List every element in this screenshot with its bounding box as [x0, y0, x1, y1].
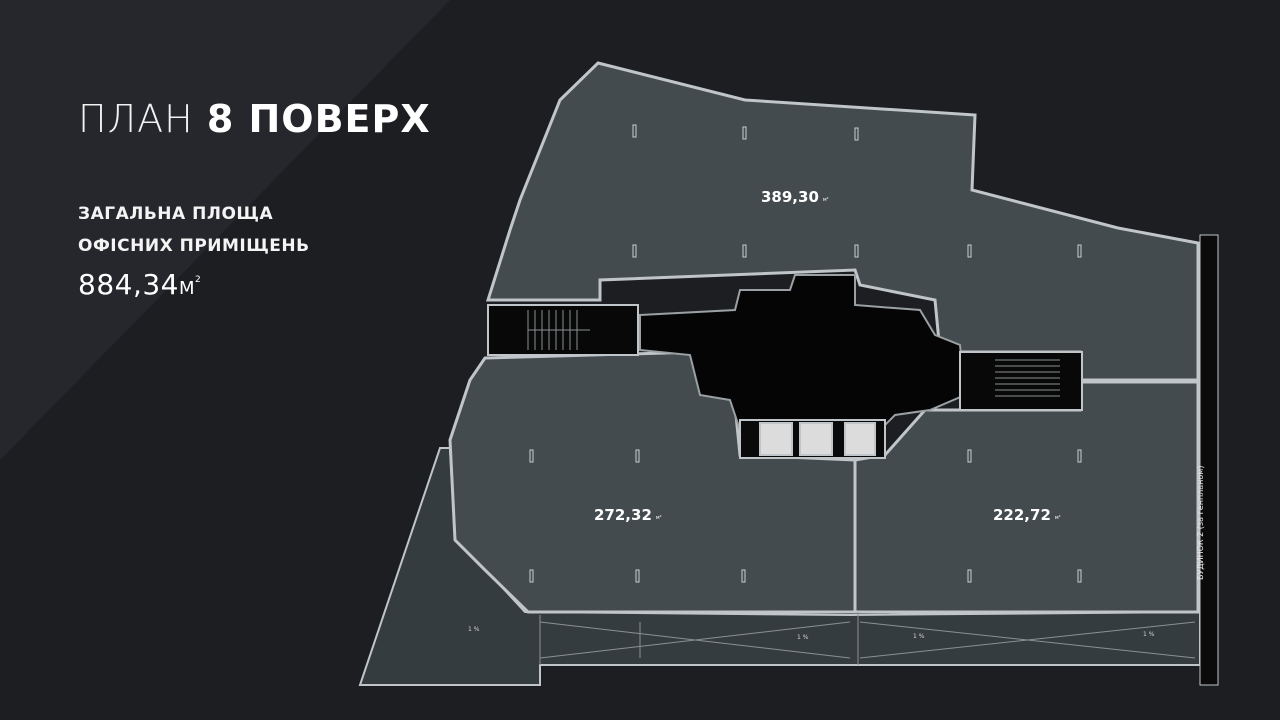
caption-line-1: ЗАГАЛЬНА ПЛОЩА — [78, 204, 274, 224]
stair-right-steps — [995, 359, 1060, 397]
area-left-value: 272,32 — [594, 506, 652, 524]
office-zone-right — [853, 380, 1200, 614]
structural-columns — [529, 124, 1082, 583]
total-unit: М — [178, 278, 196, 299]
area-upper-value: 389,30 — [761, 188, 819, 206]
total-area-caption: ЗАГАЛЬНА ПЛОЩА ОФІСНИХ ПРИМІЩЕНЬ — [78, 198, 418, 262]
slope-label-1: 1 % — [468, 626, 480, 633]
area-right-unit: м² — [1054, 515, 1061, 521]
stair-left-steps — [527, 310, 590, 350]
office-zone-upper — [485, 61, 1200, 382]
lift-shafts — [739, 419, 886, 459]
total-number: 884,34 — [78, 268, 179, 301]
adjacent-building-strip — [1199, 234, 1219, 686]
total-area-value: 884,34М2 — [78, 268, 418, 301]
area-upper-unit: м² — [822, 197, 829, 203]
adjacent-building-label: БУДИНОК 2 (за генпланом) — [1196, 465, 1205, 580]
title-floor: 8 ПОВЕРХ — [206, 97, 431, 141]
page-title: ПЛАН 8 ПОВЕРХ — [78, 97, 430, 141]
area-right-value: 222,72 — [993, 506, 1051, 524]
plan-info-panel: ПЛАН 8 ПОВЕРХ ЗАГАЛЬНА ПЛОЩА ОФІСНИХ ПРИ… — [78, 97, 430, 301]
floor-plan-drawing — [358, 61, 1219, 686]
terrace-lines — [539, 612, 1196, 665]
total-unit-sup: 2 — [195, 275, 202, 285]
caption-line-2: ОФІСНИХ ПРИМІЩЕНЬ — [78, 236, 310, 256]
slope-label-3: 1 % — [913, 633, 925, 640]
title-prefix: ПЛАН — [78, 97, 194, 141]
area-left-unit: м² — [655, 515, 662, 521]
slope-label-2: 1 % — [797, 634, 809, 641]
stair-right — [959, 351, 1083, 411]
slope-label-4: 1 % — [1143, 631, 1155, 638]
